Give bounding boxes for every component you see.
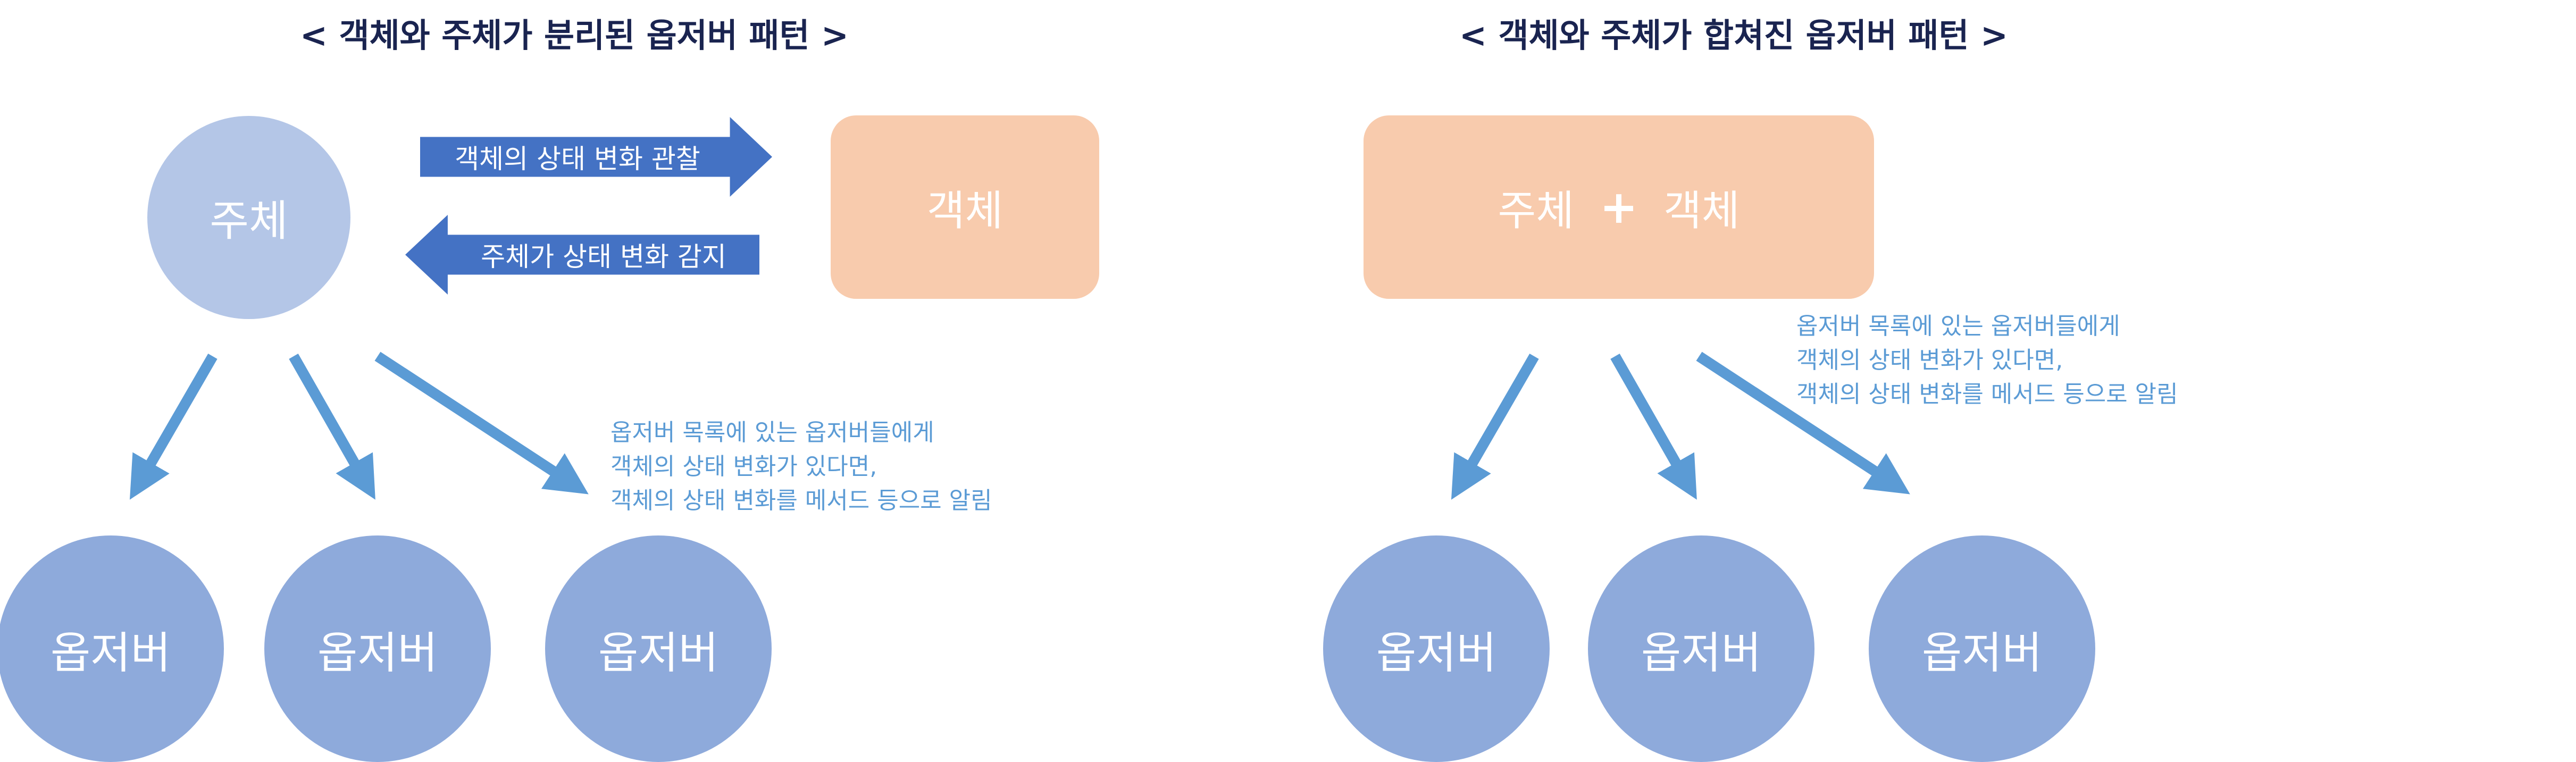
object-label: 객체	[926, 187, 1003, 235]
arrow-to-observer-left-2	[289, 354, 375, 500]
object-node: 객체	[831, 115, 1099, 299]
observer-label: 옵저버	[1921, 627, 2043, 679]
note-line: 옵저버 목록에 있는 옵저버들에게	[610, 419, 934, 446]
note-line: 객체의 상태 변화가 있다면,	[610, 453, 877, 480]
arrow-to-observer-right-1	[1451, 353, 1539, 500]
observer-label: 옵저버	[317, 627, 438, 679]
subject-label: 주체	[210, 196, 288, 246]
observer-label: 옵저버	[1376, 627, 1497, 679]
note-line: 객체의 상태 변화가 있다면,	[1796, 347, 2063, 374]
observer-node-right-3: 옵저버	[1869, 535, 2095, 762]
note-line: 객체의 상태 변화를 메서드 등으로 알림	[610, 487, 992, 514]
arrow-to-observer-left-3	[374, 351, 589, 495]
plus-sign: +	[1599, 180, 1638, 234]
notification-note-right: 옵저버 목록에 있는 옵저버들에게 객체의 상태 변화가 있다면, 객체의 상태…	[1796, 309, 2178, 412]
title-separated-pattern: < 객체와 주체가 분리된 옵저버 패턴 >	[300, 16, 849, 55]
observer-label: 옵저버	[50, 627, 171, 679]
object-label: 객체	[1663, 187, 1740, 235]
observer-node-left-3: 옵저버	[545, 535, 772, 762]
observer-node-right-1: 옵저버	[1323, 535, 1550, 762]
title-combined-pattern: < 객체와 주체가 합쳐진 옵저버 패턴 >	[1459, 16, 2008, 55]
detect-arrow-label: 주체가 상태 변화 감지	[481, 241, 726, 272]
note-line: 옵저버 목록에 있는 옵저버들에게	[1796, 313, 2120, 340]
subject-node: 주체	[147, 116, 350, 319]
observer-label: 옵저버	[598, 627, 719, 679]
note-line: 객체의 상태 변화를 메서드 등으로 알림	[1796, 381, 2178, 408]
observer-label: 옵저버	[1641, 627, 1762, 679]
arrow-to-observer-right-2	[1610, 354, 1697, 500]
notification-note-left: 옵저버 목록에 있는 옵저버들에게 객체의 상태 변화가 있다면, 객체의 상태…	[610, 416, 992, 518]
arrow-to-observer-right-3	[1696, 351, 1910, 495]
observer-node-left-2: 옵저버	[264, 535, 491, 762]
arrow-to-observer-left-1	[129, 353, 218, 500]
observer-node-left-1: 옵저버	[0, 535, 224, 762]
observer-node-right-2: 옵저버	[1588, 535, 1814, 762]
observe-arrow-label: 객체의 상태 변화 관찰	[455, 144, 700, 174]
subject-object-node: 주체 + 객체	[1364, 115, 1874, 299]
subject-label: 주체	[1498, 187, 1574, 235]
